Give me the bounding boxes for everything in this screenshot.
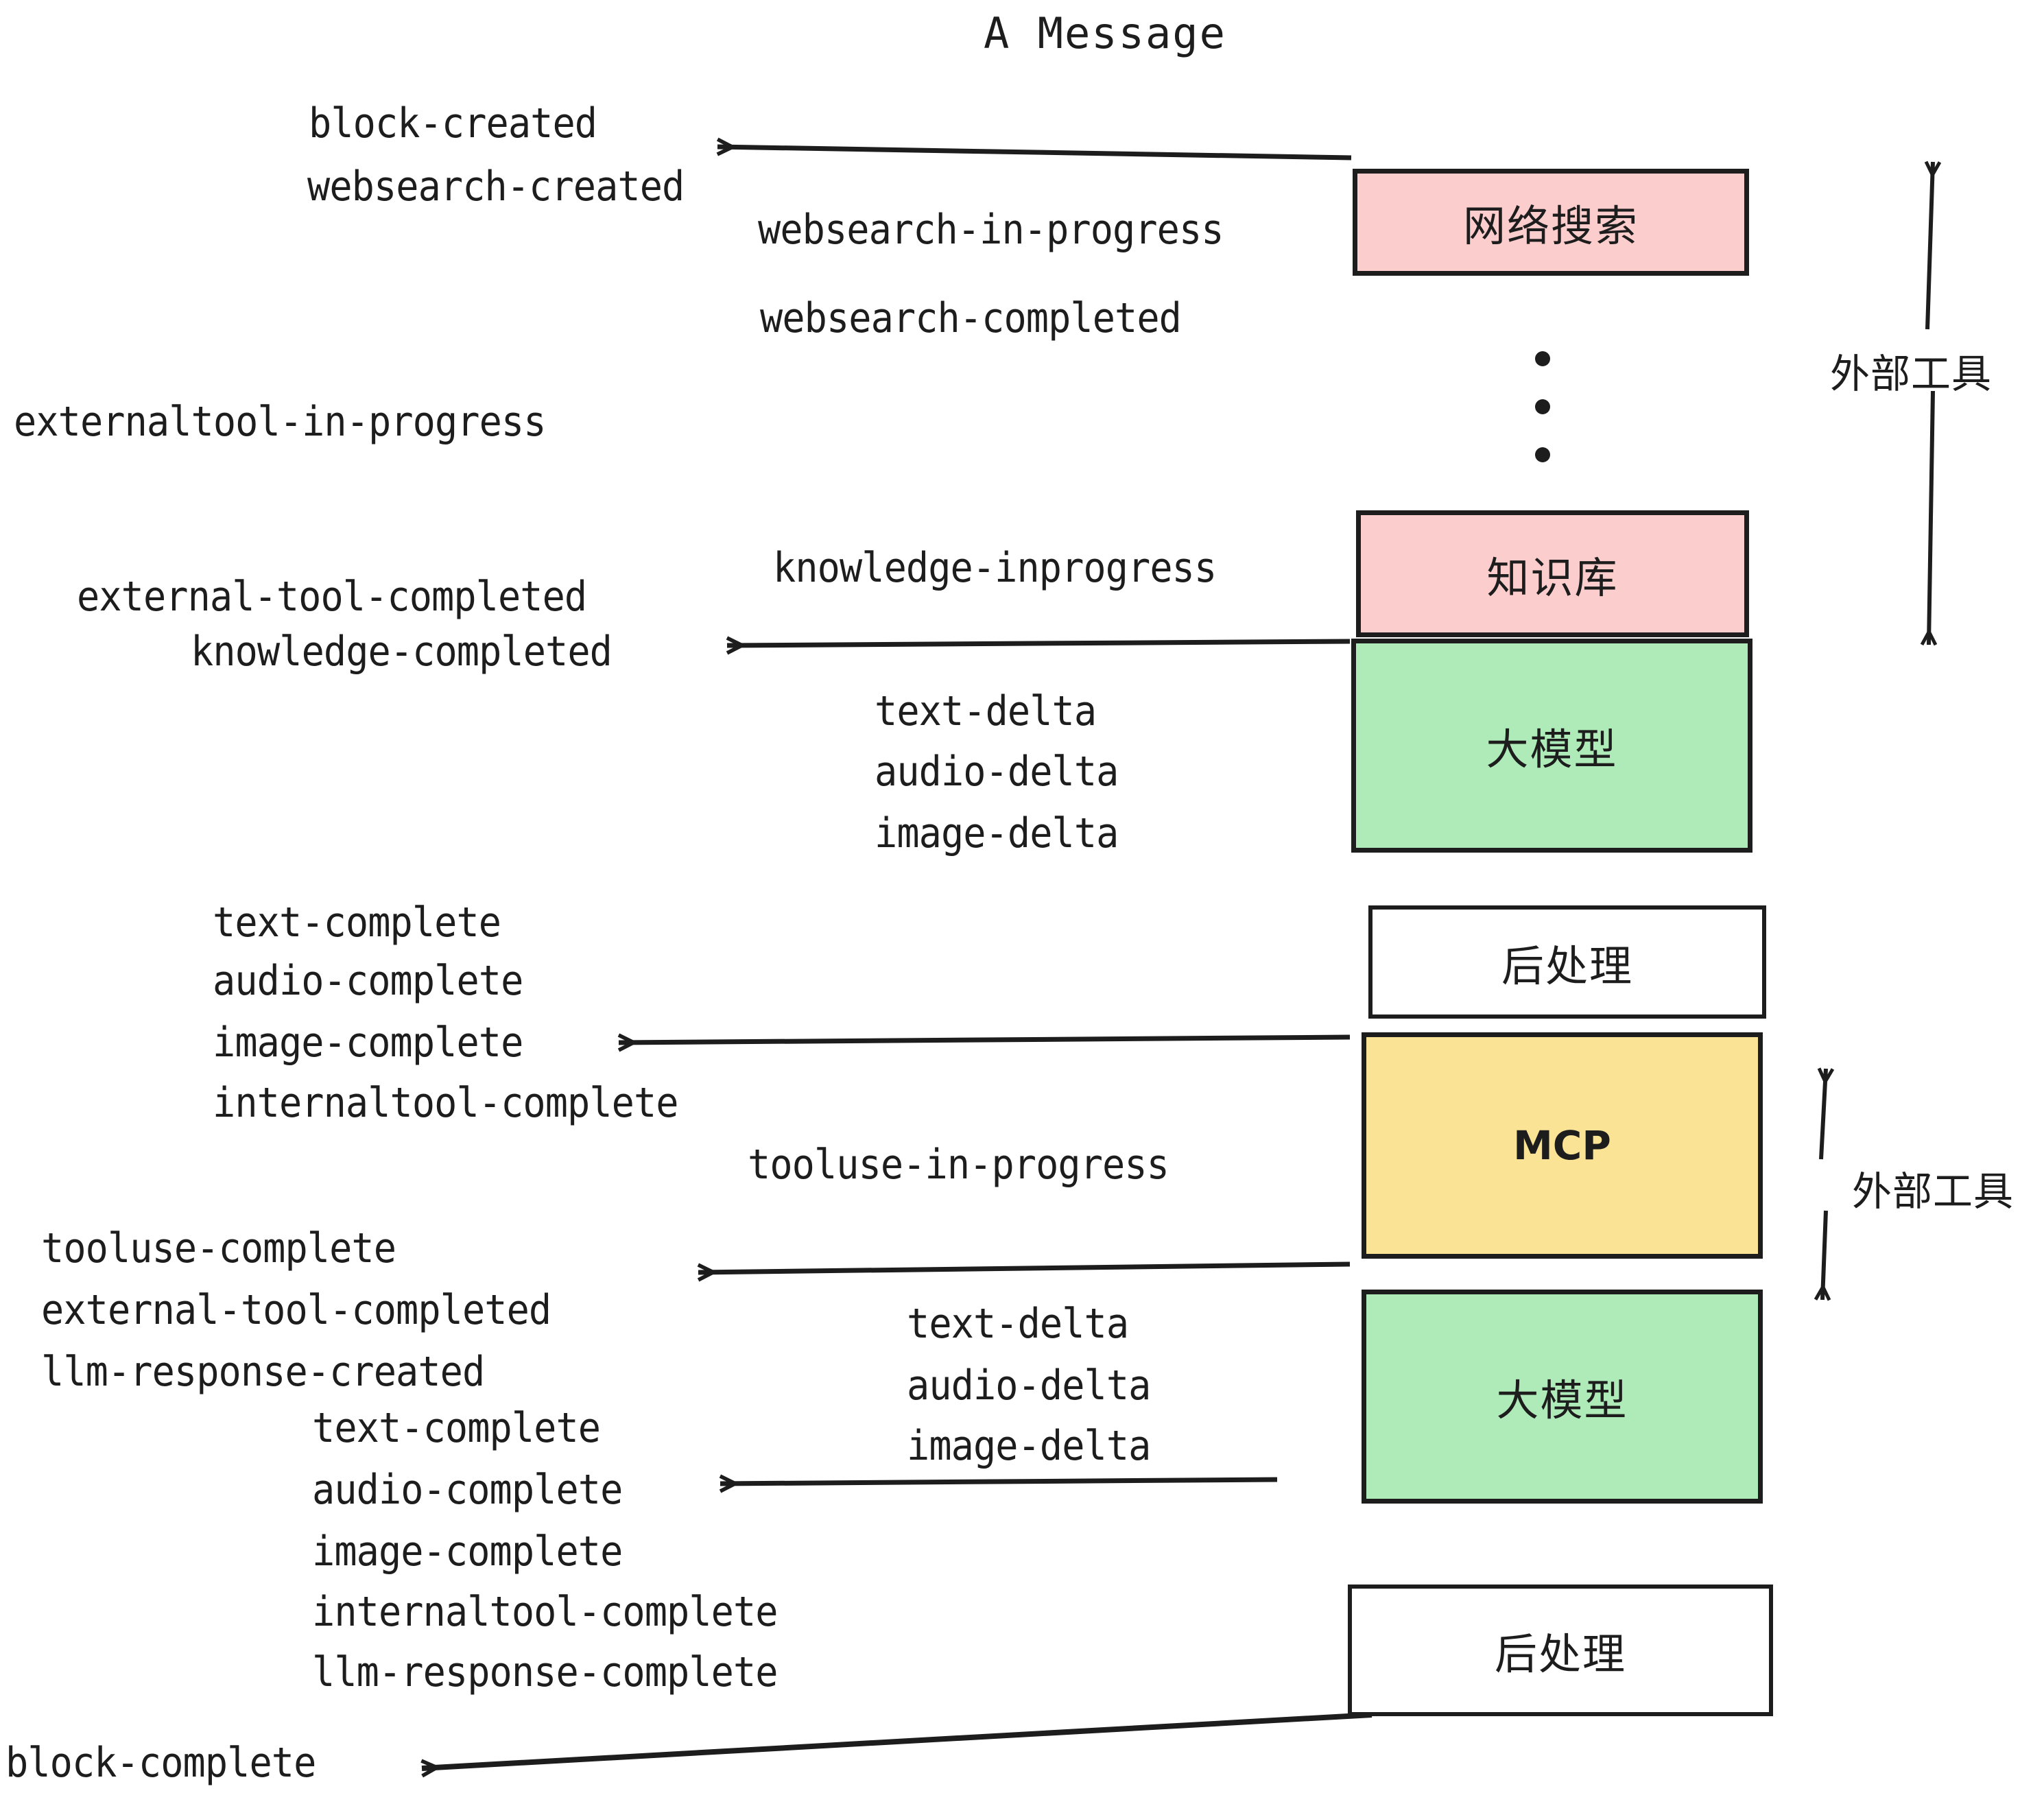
arrow-external-tools-top-down [1929,390,1933,645]
event-image-complete-2: image-complete [312,1528,623,1576]
event-audio-complete-2: audio-complete [312,1466,623,1514]
node-knowledge-label: 知识库 [1486,552,1619,603]
ellipsis-dot-1 [1535,351,1550,366]
event-block-complete: block-complete [5,1739,316,1787]
annotation-external-tools-top: 外部工具 [1830,351,1993,397]
event-llm-response-complete: llm-response-complete [312,1648,779,1696]
node-llm-2[interactable]: 大模型 [1362,1290,1763,1504]
node-websearch-label: 网络搜索 [1462,201,1639,251]
arrow-audio-complete [720,1480,1278,1484]
event-image-complete-1: image-complete [213,1019,523,1067]
event-externaltool-in-progress: externaltool-in-progress [14,398,546,446]
event-block-created: block-created [309,99,597,147]
event-external-tool-completed-1: external-tool-completed [77,573,587,621]
event-tooluse-complete: tooluse-complete [41,1224,396,1272]
node-knowledge[interactable]: 知识库 [1356,510,1749,637]
arrow-tooluse-complete [698,1261,1351,1272]
node-postprocess-2-label: 后处理 [1494,1629,1626,1679]
node-mcp-label: MCP [1513,1122,1611,1169]
node-postprocess-1-label: 后处理 [1501,940,1633,991]
annotation-external-tools-bottom: 外部工具 [1852,1168,2015,1215]
event-audio-delta-1: audio-delta [875,748,1119,796]
node-mcp[interactable]: MCP [1362,1032,1763,1259]
node-websearch[interactable]: 网络搜索 [1353,169,1749,276]
arrow-external-tools-top-up [1927,162,1933,330]
event-websearch-completed: websearch-completed [760,294,1182,342]
arrow-external-tools-bottom-down [1822,1210,1826,1300]
event-text-delta-2: text-delta [907,1300,1129,1348]
ellipsis-dot-3 [1535,447,1550,462]
event-text-complete-2: text-complete [312,1404,601,1452]
event-knowledge-completed: knowledge-completed [191,628,613,676]
ellipsis-dot-2 [1535,399,1550,414]
node-postprocess-2[interactable]: 后处理 [1348,1585,1773,1716]
event-audio-delta-2: audio-delta [907,1362,1151,1410]
node-postprocess-1[interactable]: 后处理 [1368,905,1766,1019]
node-llm-1[interactable]: 大模型 [1351,639,1752,853]
event-image-delta-1: image-delta [875,809,1119,857]
arrow-websearch-created [717,147,1352,161]
arrow-block-complete [422,1712,1372,1768]
event-internaltool-complete-2: internaltool-complete [312,1588,779,1636]
event-image-delta-2: image-delta [907,1422,1151,1470]
event-websearch-created: websearch-created [307,163,685,211]
arrow-external-tools-bottom-up [1821,1069,1826,1160]
event-tooluse-in-progress: tooluse-in-progress [748,1141,1169,1189]
event-internaltool-complete-1: internaltool-complete [213,1079,679,1127]
event-audio-complete-1: audio-complete [213,957,523,1005]
event-llm-response-created: llm-response-created [41,1348,485,1396]
event-external-tool-completed-2: external-tool-completed [41,1286,551,1334]
node-llm-2-label: 大模型 [1496,1375,1628,1425]
node-llm-1-label: 大模型 [1486,724,1618,774]
event-knowledge-inprogress: knowledge-inprogress [773,544,1217,592]
event-text-complete-1: text-complete [213,899,501,947]
event-text-delta-1: text-delta [875,687,1097,735]
page-title: A Message [984,8,1226,58]
arrow-image-complete [619,1037,1351,1043]
arrow-knowledge-completed [727,641,1351,645]
event-websearch-in-progress: websearch-in-progress [758,206,1224,254]
